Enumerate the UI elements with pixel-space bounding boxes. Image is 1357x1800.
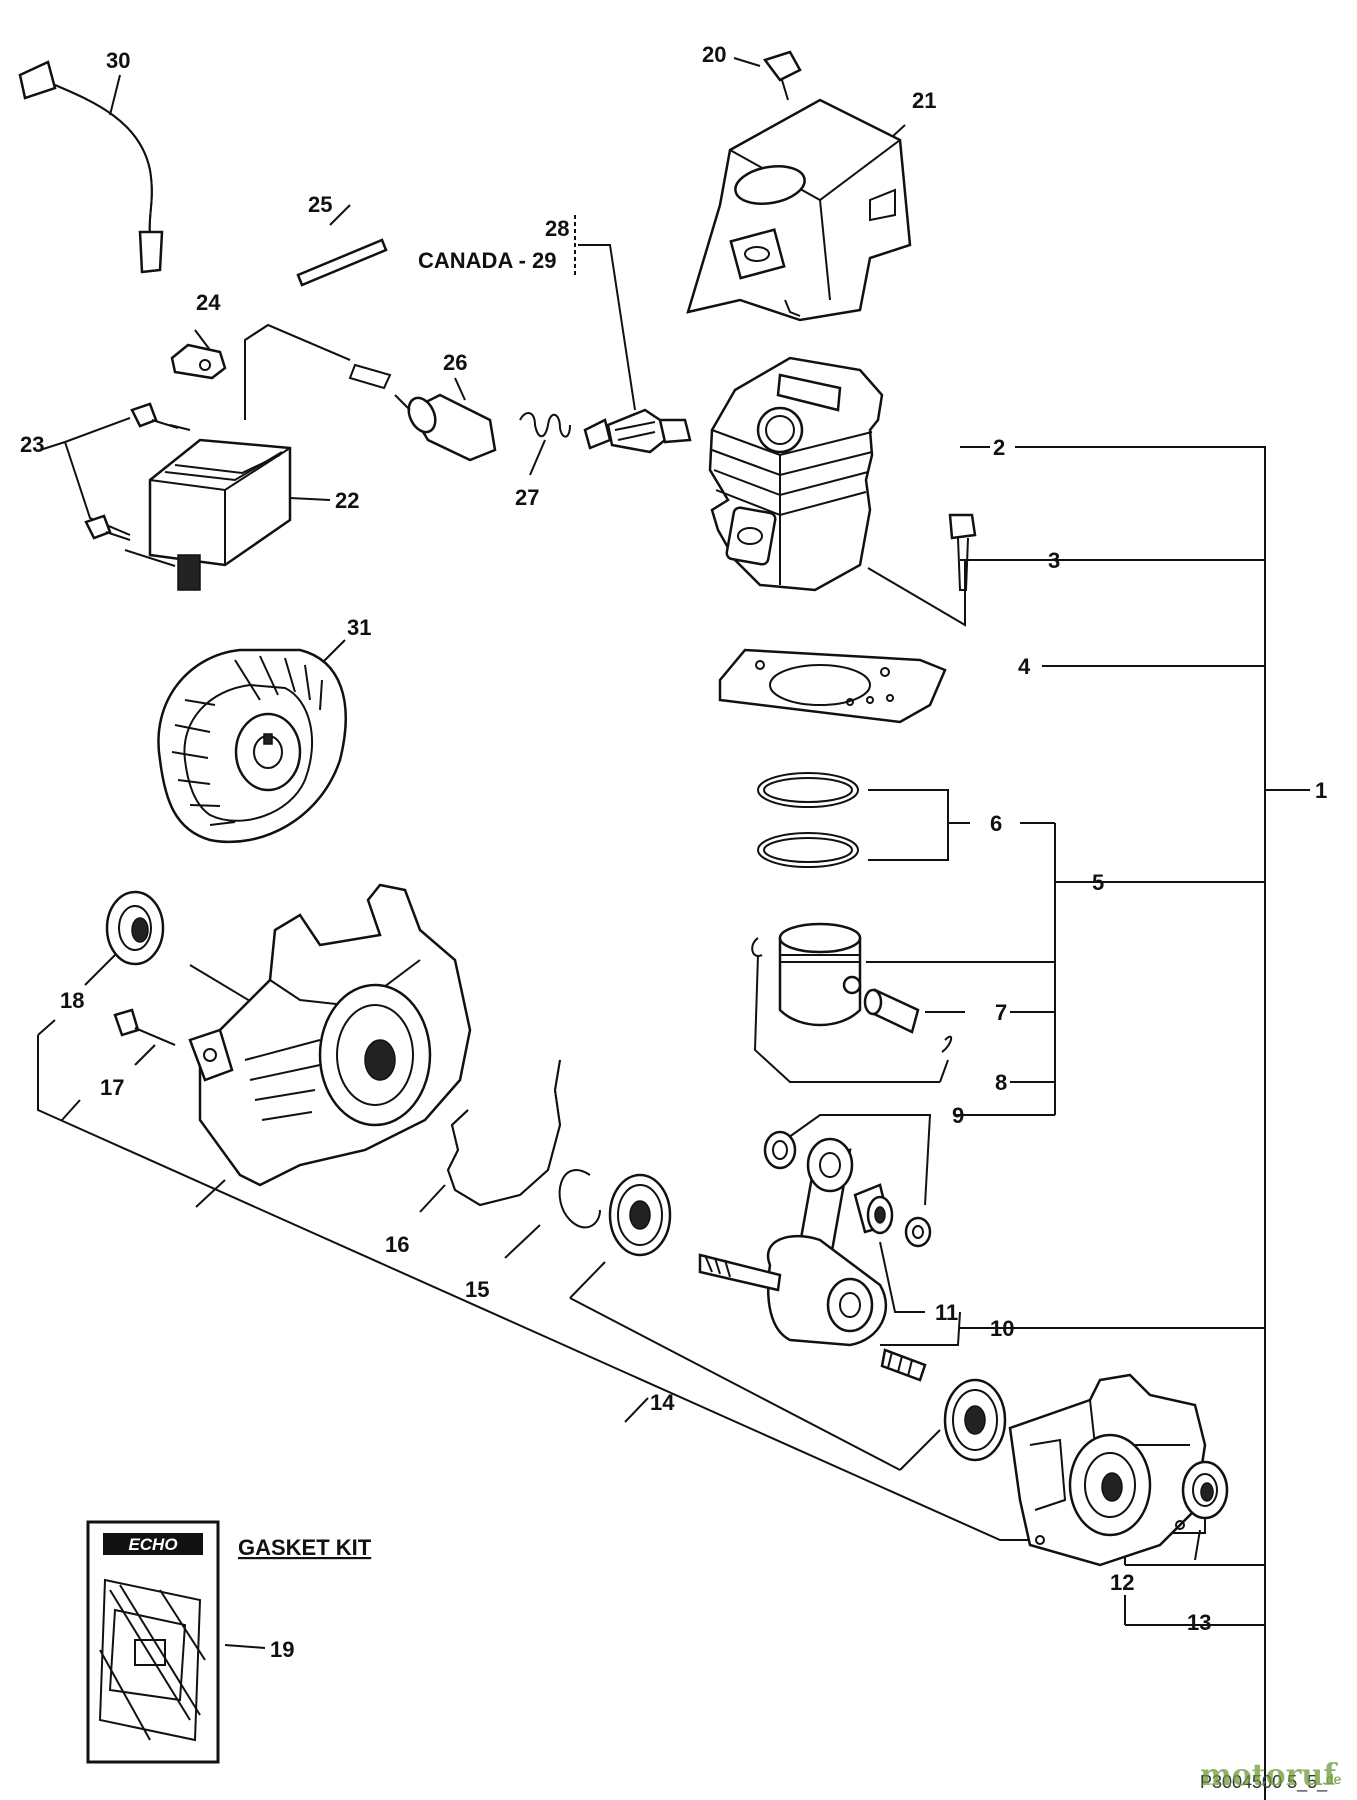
label-21: 21: [912, 88, 936, 113]
label-13: 13: [1187, 1610, 1211, 1635]
label-22: 22: [335, 488, 359, 513]
cylinder-gasket-part: [718, 648, 947, 724]
gasket-kit-title: GASKET KIT: [238, 1535, 372, 1560]
label-9: 9: [952, 1103, 964, 1128]
label-12: 12: [1110, 1570, 1134, 1595]
crankshaft-part: [698, 1137, 927, 1382]
small-end-bearing-part: [853, 1183, 894, 1235]
cylinder-part: [708, 356, 884, 592]
label-3: 3: [1048, 548, 1060, 573]
echo-brand-logo: ECHO: [128, 1535, 177, 1554]
label-18: 18: [60, 988, 84, 1013]
label-23: 23: [20, 432, 44, 457]
watermark-logo: motoruf: [1200, 1758, 1338, 1793]
label-8: 8: [995, 1070, 1007, 1095]
oil-seal-right-part: [1181, 1460, 1229, 1520]
oil-seal-part: [105, 890, 165, 966]
label-26: 26: [443, 350, 467, 375]
circlip-part: [558, 1169, 601, 1229]
cylinder-cover-part: [686, 98, 912, 322]
piston-part: [751, 922, 953, 1053]
label-1: 1: [1315, 778, 1327, 803]
crankcase-gasket-part: [446, 1059, 562, 1207]
label-6: 6: [990, 811, 1002, 836]
label-28: 28: [545, 216, 569, 241]
label-4: 4: [1018, 654, 1031, 679]
bolt-part: [948, 513, 977, 591]
label-17: 17: [100, 1075, 124, 1100]
watermark-suffix: .de: [1322, 1771, 1342, 1787]
label-15: 15: [465, 1277, 489, 1302]
part-number-labels: 1 2 3 4 5 6 7 8 9 10 11 12 13 14 15 16 1…: [20, 42, 1327, 1662]
label-19: 19: [270, 1637, 294, 1662]
ball-bearing-part: [608, 1173, 1007, 1462]
flywheel-part: [157, 648, 347, 844]
label-10: 10: [990, 1316, 1014, 1341]
piston-rings-part: [757, 772, 859, 868]
label-27: 27: [515, 485, 539, 510]
gasket-kit-package: ECHO: [86, 1520, 220, 1764]
strip-part: [296, 238, 388, 287]
crankcase-bolt-part: [113, 1008, 176, 1046]
spark-plug-part: [583, 408, 692, 454]
label-24: 24: [196, 290, 221, 315]
label-5: 5: [1092, 870, 1104, 895]
needle-bearing-part: [763, 1130, 932, 1248]
label-25: 25: [308, 192, 332, 217]
crankcase-left-part: [188, 883, 472, 1187]
label-14: 14: [650, 1390, 675, 1415]
crankcase-right-part: [1008, 1373, 1207, 1567]
label-16: 16: [385, 1232, 409, 1257]
clip-part: [170, 343, 227, 380]
spring-part: [519, 412, 571, 438]
label-29: CANADA - 29: [418, 248, 557, 273]
label-7: 7: [995, 1000, 1007, 1025]
wire-harness-part: [18, 60, 164, 274]
label-31: 31: [347, 615, 371, 640]
label-30: 30: [106, 48, 130, 73]
label-20: 20: [702, 42, 726, 67]
label-11: 11: [935, 1300, 958, 1325]
spark-plug-cap-part: [394, 393, 497, 462]
label-2: 2: [993, 435, 1005, 460]
ignition-coil-part: [84, 323, 392, 591]
leader-lines: [37, 57, 1310, 1800]
diagram-code: P3004500 5_5_: [1200, 1772, 1328, 1793]
